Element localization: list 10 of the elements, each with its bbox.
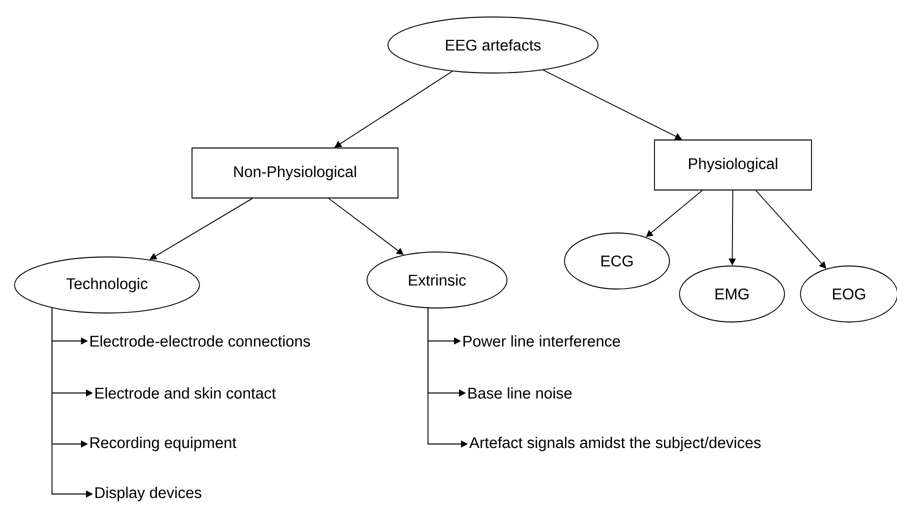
arrow bbox=[150, 198, 253, 260]
list-item-text: Electrode-electrode connections bbox=[90, 335, 310, 347]
list-item-text: Electrode and skin contact bbox=[95, 387, 276, 399]
list-item-text: Base line noise bbox=[468, 387, 572, 399]
list-item-text: Display devices bbox=[95, 486, 202, 502]
list-item-text: Artefact signals amidst the subject/devices bbox=[469, 436, 761, 452]
list-item-text: Power line interference bbox=[463, 335, 620, 347]
category-box: Non-Physiological bbox=[192, 148, 398, 198]
list-item-text: Recording equipment bbox=[90, 436, 236, 452]
category-box: Physiological bbox=[654, 140, 812, 190]
